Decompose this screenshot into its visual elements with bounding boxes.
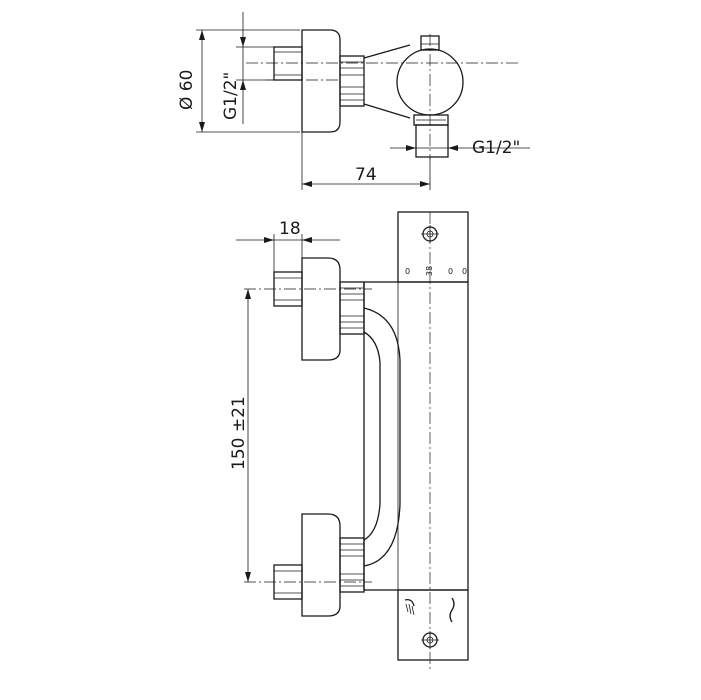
shower-head-icon	[404, 598, 415, 616]
scale-mark-38: 38	[425, 266, 434, 276]
top-view	[246, 29, 520, 160]
dim-depth-label: 74	[355, 165, 377, 185]
dim-diameter-label: Ø 60	[177, 70, 197, 110]
dim-thread-outlet: G1/2"	[390, 138, 530, 158]
dim-offset: 18	[236, 219, 340, 272]
dim-diameter: Ø 60	[177, 29, 300, 133]
front-view: 0 38 0 0	[244, 211, 469, 670]
dim-offset-label: 18	[279, 219, 301, 239]
dim-centers: 150 ±21	[229, 289, 251, 582]
scale-mark-left: 0	[405, 267, 410, 276]
dim-thread-outlet-label: G1/2"	[472, 138, 520, 158]
dim-thread-inlet: G1/2"	[221, 12, 274, 124]
scale-mark-right: 0	[462, 267, 467, 276]
dim-thread-inlet-label: G1/2"	[221, 72, 241, 120]
scale-mark-mid: 0	[448, 267, 453, 276]
dim-centers-label: 150 ±21	[229, 396, 249, 470]
water-wave-icon	[449, 597, 455, 623]
dim-depth: 74	[301, 132, 431, 190]
